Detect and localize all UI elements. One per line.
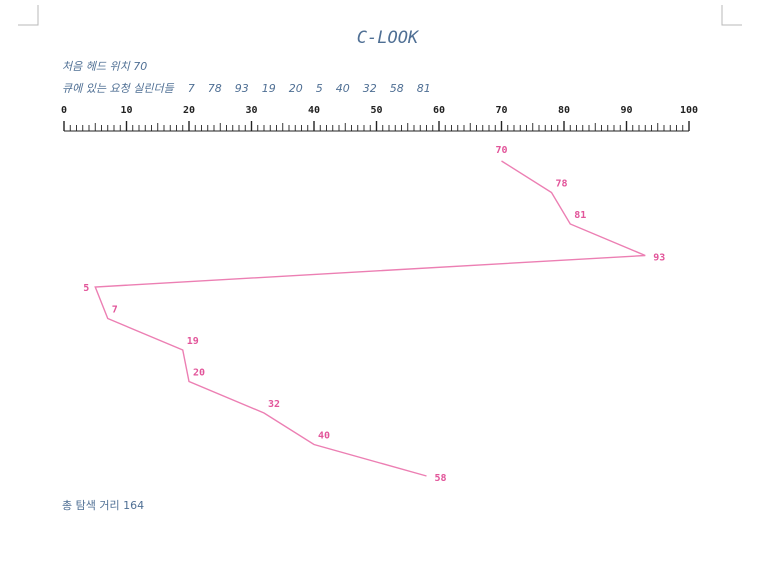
queue-value: 32 (362, 82, 377, 95)
corner-mark-left (18, 5, 39, 26)
head-path-line (94, 160, 646, 477)
point-label: 20 (193, 368, 205, 379)
point-label: 7 (112, 305, 118, 316)
queue-value: 78 (207, 82, 222, 95)
initial-head-line: 처음 헤드 위치 70 (62, 58, 147, 74)
queue-value: 19 (261, 82, 276, 95)
initial-head-value: 70 (133, 60, 148, 73)
queue-value: 81 (416, 82, 431, 95)
queue-value: 7 (187, 82, 195, 95)
scale-tick-label: 20 (183, 105, 195, 116)
scale-tick-label: 60 (433, 105, 445, 116)
point-labels: 70 78 81 93 5 7 19 20 32 40 58 (83, 145, 665, 484)
head-path (94, 160, 646, 477)
point-label: 5 (83, 283, 89, 294)
point-label: 32 (268, 399, 280, 410)
cylinder-scale: 0 10 20 30 40 50 60 70 80 90 100 (61, 105, 698, 132)
total-seek-value: 164 (123, 499, 145, 512)
point-label: 93 (653, 253, 665, 264)
queue-label: 큐에 있는 요청 실린더들 (62, 82, 174, 95)
queue-value: 40 (335, 82, 350, 95)
point-label: 19 (187, 336, 199, 347)
point-label: 40 (318, 431, 330, 442)
queue-value: 93 (234, 82, 249, 95)
point-label: 81 (574, 210, 586, 221)
scale-tick-label: 90 (620, 105, 632, 116)
total-seek-label: 총 탐색 거리 (62, 499, 120, 512)
scale-tick-label: 0 (61, 105, 67, 116)
initial-head-label: 처음 헤드 위치 (62, 60, 130, 73)
diagram-title: C-LOOK (356, 28, 419, 48)
point-label: 70 (495, 145, 507, 156)
scale-tick-label: 10 (120, 105, 132, 116)
queue-value: 58 (389, 82, 404, 95)
corner-mark-right (721, 5, 742, 26)
queue-value: 5 (315, 82, 323, 95)
point-label: 78 (556, 179, 568, 190)
queue-values: 7 78 93 19 20 5 40 32 58 81 (188, 82, 444, 95)
scale-tick-label: 70 (495, 105, 507, 116)
queue-line: 큐에 있는 요청 실린더들 7 78 93 19 20 5 40 32 58 81 (62, 80, 444, 96)
scale-tick-label: 100 (680, 105, 698, 116)
total-seek-line: 총 탐색 거리 164 (62, 497, 144, 513)
scale-tick-label: 50 (370, 105, 382, 116)
scale-tick-label: 40 (308, 105, 320, 116)
scale-tick-label: 30 (245, 105, 257, 116)
queue-value: 20 (288, 82, 303, 95)
scale-tick-label: 80 (558, 105, 570, 116)
point-label: 58 (435, 473, 447, 484)
